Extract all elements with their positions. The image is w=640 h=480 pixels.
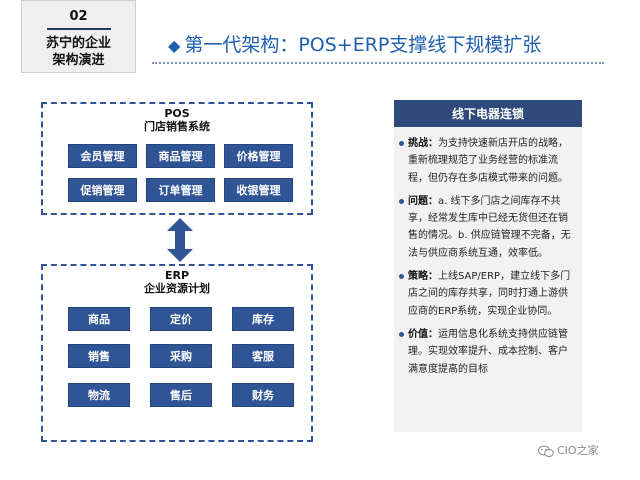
watermark: CIO之家: [538, 442, 599, 458]
title-divider: [152, 62, 604, 64]
pos-module-promotion: 促销管理: [68, 178, 137, 202]
erp-module-logistics: 物流: [68, 383, 130, 407]
pos-name: POS: [164, 107, 190, 120]
bullet-icon: [399, 274, 404, 280]
panel-item-label: 策略：: [408, 271, 438, 283]
panel-item-label: 价值：: [408, 328, 438, 340]
page-title-text: 第一代架构：POS+ERP支撑线下规模扩张: [184, 34, 542, 56]
panel-title: 线下电器连锁: [394, 100, 582, 127]
info-panel: 挑战：为支持快速新店开店的战略，重新梳理规范了业务经营的标准流程，但仍存在多店模…: [394, 127, 582, 432]
erp-module-pricing: 定价: [150, 307, 212, 331]
bullet-icon: [399, 198, 404, 204]
erp-module-finance: 财务: [232, 383, 294, 407]
erp-module-inventory: 库存: [232, 307, 294, 331]
section-title-line2: 架构演进: [52, 53, 105, 68]
panel-item-text: 为支持快速新店开店的战略，重新梳理规范了业务经营的标准流程，但仍存在多店模式带来…: [408, 138, 568, 184]
panel-item-text: a. 线下多门店之间库存不共享，经常发生库中已经无货但还在销售的情况。b. 供应…: [408, 195, 571, 259]
section-badge: 02 苏宁的企业 架构演进: [21, 0, 136, 73]
bidirectional-arrow-icon: [167, 218, 193, 262]
panel-item-problem: 问题：a. 线下多门店之间库存不共享，经常发生库中已经无货但还在销售的情况。b.…: [399, 193, 576, 262]
section-title-line1: 苏宁的企业: [45, 36, 111, 51]
erp-module-sales: 销售: [68, 344, 130, 368]
panel-item-text: 上线SAP/ERP，建立线下多门店之间的库存共享，同时打通上游供应商的ERP系统…: [408, 271, 571, 317]
erp-system-box: ERP 企业资源计划 商品 定价 库存 销售 采购 客服 物流 售后 财务: [41, 264, 313, 442]
section-number: 02: [69, 9, 88, 24]
watermark-text: CIO之家: [557, 444, 599, 457]
erp-module-purchasing: 采购: [150, 344, 212, 368]
pos-module-product: 商品管理: [146, 144, 215, 168]
panel-item-challenge: 挑战：为支持快速新店开店的战略，重新梳理规范了业务经营的标准流程，但仍存在多店模…: [399, 135, 576, 187]
panel-item-text: 运用信息化系统支持供应链管理。实现效率提升、成本控制、客户满意度提高的目标: [408, 328, 568, 375]
wechat-icon: [538, 445, 554, 457]
panel-item-strategy: 策略：上线SAP/ERP，建立线下多门店之间的库存共享，同时打通上游供应商的ER…: [399, 268, 576, 320]
erp-module-product: 商品: [68, 307, 130, 331]
erp-module-customer-service: 客服: [232, 344, 294, 368]
pos-module-order: 订单管理: [146, 178, 215, 202]
panel-item-label: 挑战：: [408, 138, 438, 149]
diamond-icon: ◆: [168, 36, 181, 55]
erp-module-after-sales: 售后: [150, 383, 212, 407]
bullet-icon: [399, 331, 404, 337]
badge-divider: [46, 28, 111, 30]
erp-name: ERP: [164, 269, 190, 282]
pos-module-member: 会员管理: [68, 144, 137, 168]
panel-item-value: 价值：运用信息化系统支持供应链管理。实现效率提升、成本控制、客户满意度提高的目标: [399, 326, 576, 378]
pos-module-cashier: 收银管理: [224, 178, 293, 202]
panel-item-label: 问题：: [408, 195, 438, 207]
pos-system-box: POS 门店销售系统 会员管理 商品管理 价格管理 促销管理 订单管理 收银管理: [41, 102, 313, 215]
pos-module-price: 价格管理: [224, 144, 293, 168]
erp-subtitle: 企业资源计划: [144, 282, 210, 295]
pos-subtitle: 门店销售系统: [144, 120, 210, 133]
bullet-icon: [399, 141, 404, 146]
page-title: ◆第一代架构：POS+ERP支撑线下规模扩张: [168, 30, 541, 57]
